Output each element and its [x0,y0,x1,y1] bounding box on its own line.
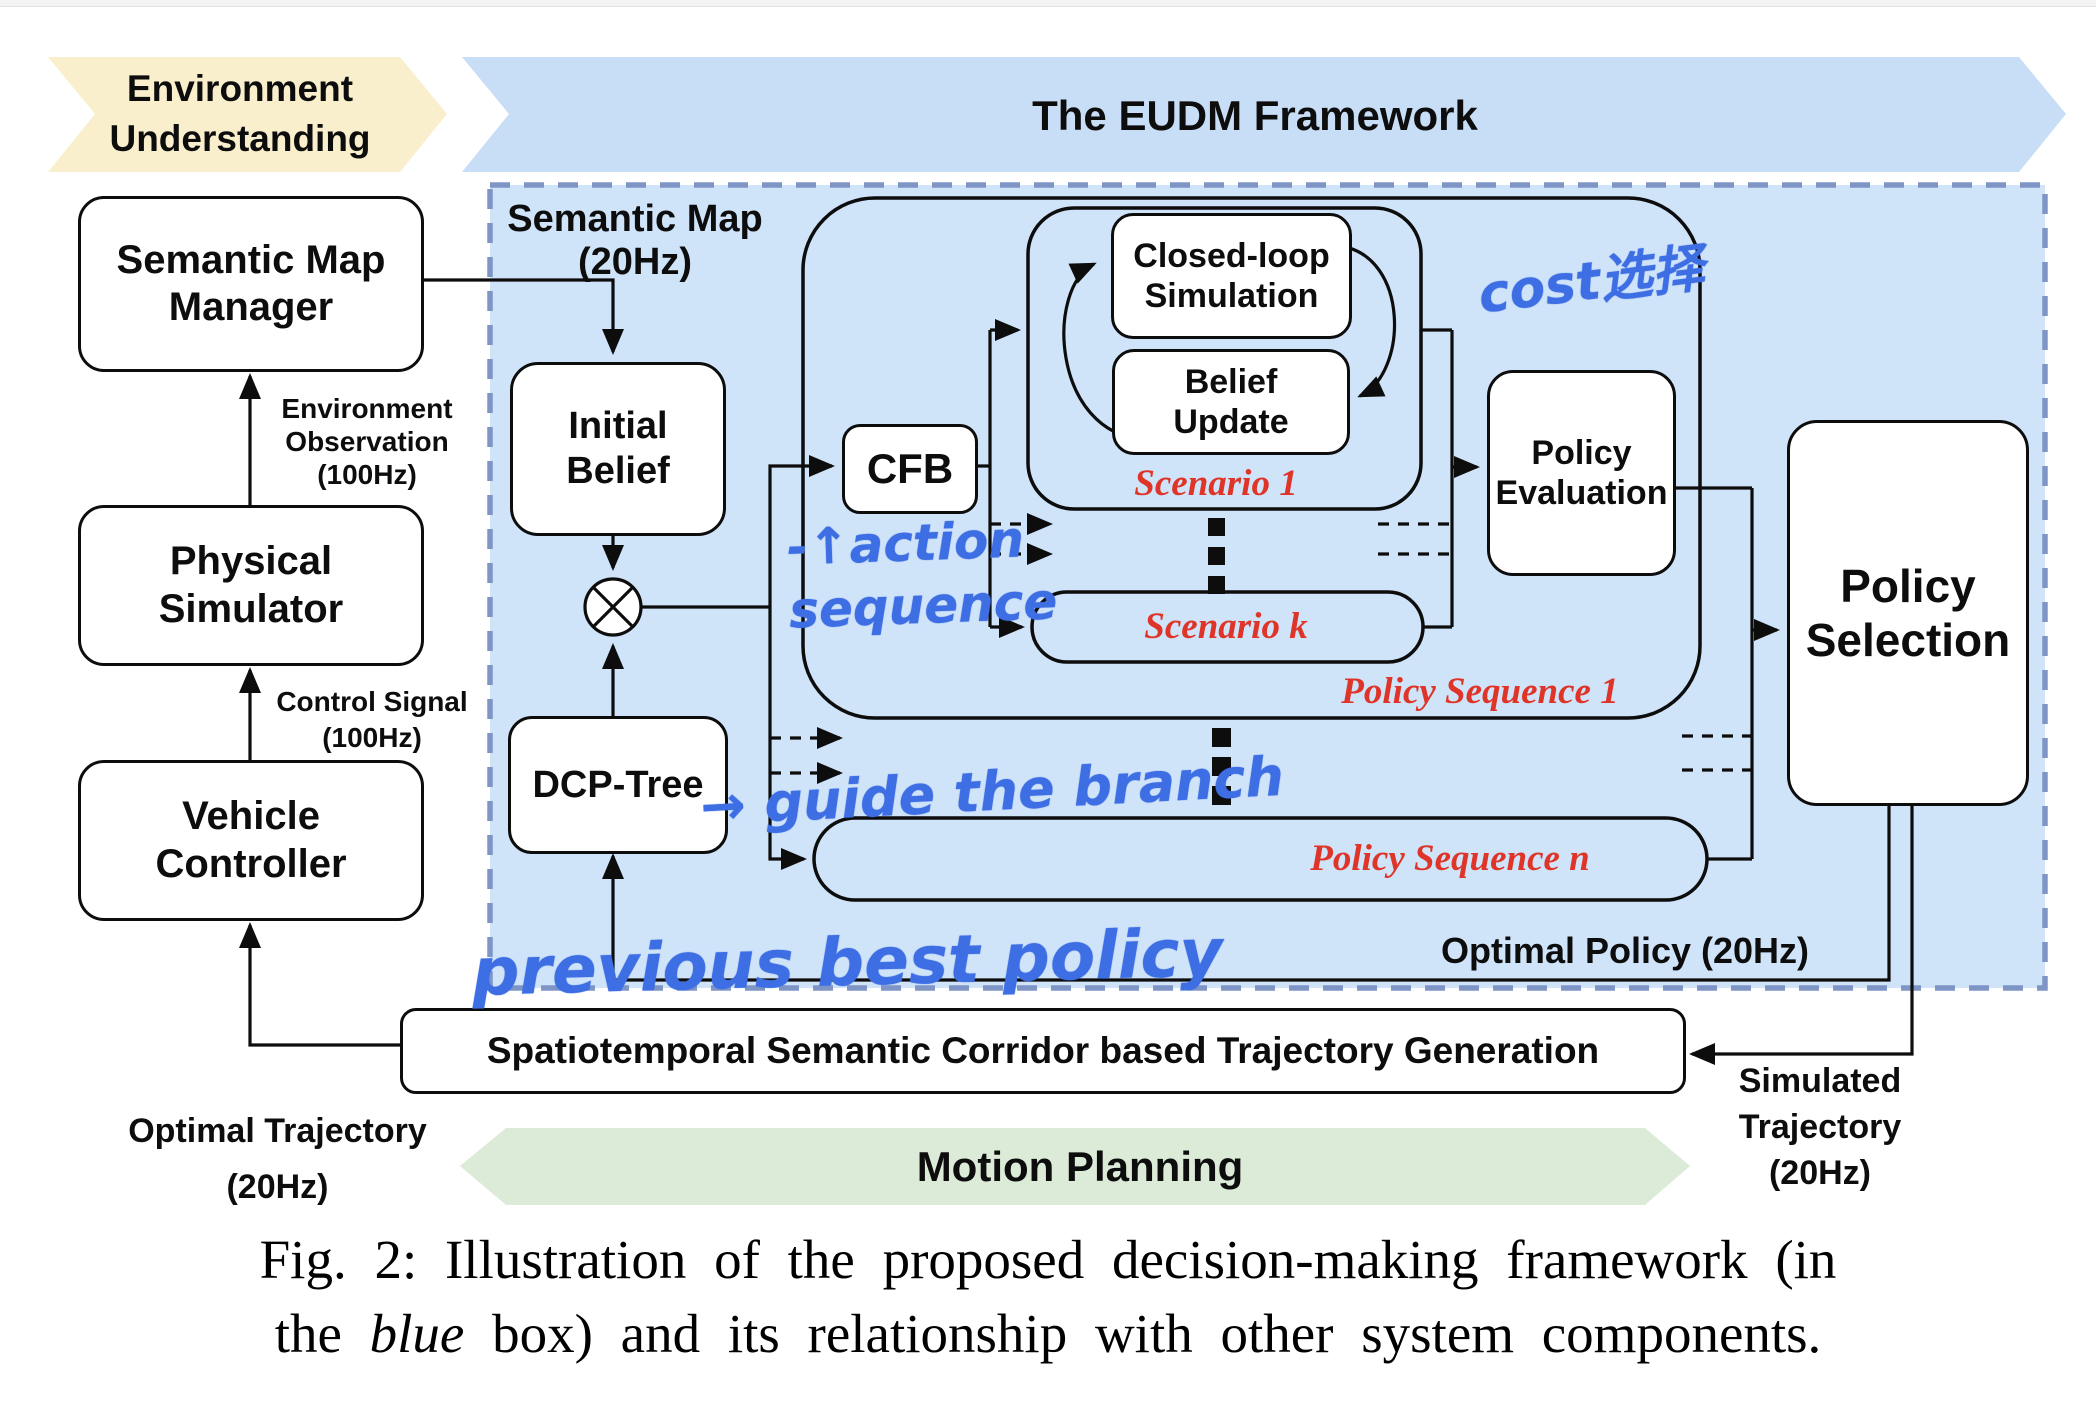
wire-cfb-to-scenario-k [988,466,1022,627]
caption-text-2c: box) and its relationship with other sys… [464,1303,1822,1364]
wire-scenario-collector [1421,328,1454,629]
wire-loop-simulation-to-belief [1339,244,1397,398]
scenario-k-label: Scenario k [1144,606,1308,647]
combine-operator-icon [583,577,643,637]
policy-evaluation-box: Policy Evaluation [1487,370,1676,576]
page-top-rule [0,0,2096,7]
action-sequence-annotation: -↑action sequence [785,510,1059,640]
closed-loop-simulation-box: Closed-loop Simulation [1111,213,1352,339]
caption-text-2a: the [274,1303,370,1364]
wire-optimal-trajectory [239,922,400,1047]
figure-caption-line1: Fig. 2: Illustration of the proposed dec… [20,1228,2076,1291]
policy-selection-box: Policy Selection [1787,420,2029,806]
eudm-framework-banner-label: The EUDM Framework [1032,92,1478,139]
wire-simulated-trajectory [1689,800,1914,1065]
wire-semantic-map-to-initial-belief [417,278,624,355]
semantic-map-rate-label: Semantic Map (20Hz) [507,198,763,283]
caption-text-2b-italic: blue [369,1303,465,1364]
scenario-1-label: Scenario 1 [1134,463,1298,504]
cfb-box: CFB [842,424,978,514]
control-signal-label: Control Signal (100Hz) [276,686,468,753]
wire-optimal-policy-feedback [613,800,1891,982]
optimal-policy-label: Optimal Policy (20Hz) [1440,930,1810,971]
vehicle-controller-box: Vehicle Controller [78,760,424,921]
environment-observation-label: Environment Observation (100Hz) [281,393,453,490]
sequence-ellipsis-dots [1212,728,1231,805]
dcp-tree-box: DCP-Tree [508,716,728,854]
wire-evaluation-collector [1670,486,1754,861]
eudm-framework-banner-shape [462,57,2066,172]
optimal-trajectory-label: Optimal Trajectory (20Hz) [128,1112,427,1206]
motion-planning-banner-shape [460,1128,1690,1205]
scenario-ellipsis-dots [1208,518,1225,594]
wire-trunk-to-cfb [768,455,835,607]
motion-planning-banner-label: Motion Planning [916,1143,1244,1190]
belief-update-box: Belief Update [1112,349,1350,455]
policy-sequence-n-label: Policy Sequence n [1310,838,1590,879]
initial-belief-box: Initial Belief [510,362,726,536]
policy-sequence-1-label: Policy Sequence 1 [1341,671,1619,712]
env-understanding-banner-label: Environment Understanding [109,68,371,159]
physical-simulator-box: Physical Simulator [78,505,424,666]
simulated-trajectory-label: Simulated Trajectory (20Hz) [1738,1062,1902,1192]
semantic-map-manager-box: Semantic Map Manager [78,196,424,372]
wire-trunk-to-policy-sequence-n [768,607,807,870]
environment-understanding-banner-shape [48,57,447,172]
trajectory-generation-box: Spatiotemporal Semantic Corridor based T… [400,1008,1686,1094]
policy-sequence-1-container [801,196,1702,720]
figure-caption-line2: the blue box) and its relationship with … [20,1302,2076,1365]
caption-text-1: Fig. 2: Illustration of the proposed dec… [259,1229,1837,1290]
